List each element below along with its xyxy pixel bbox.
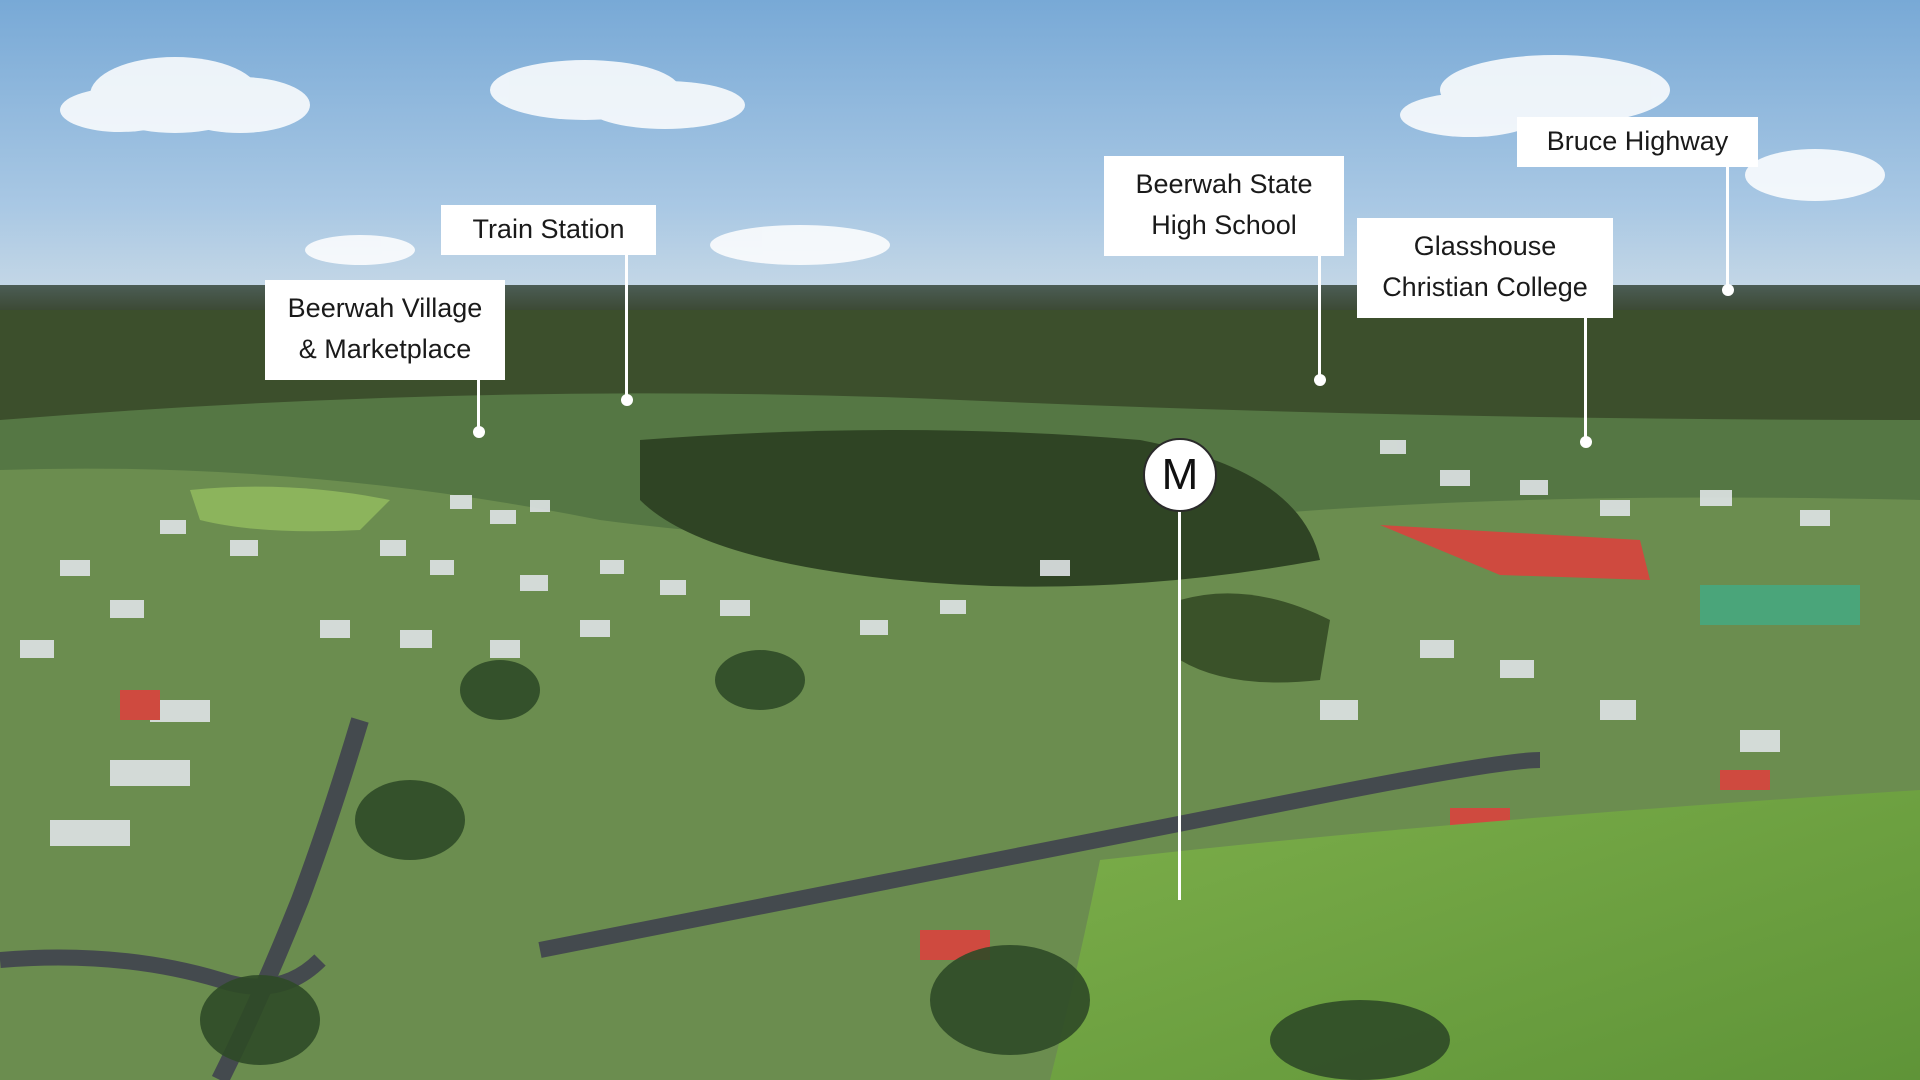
- label-high-school-line1: Beerwah State: [1135, 169, 1313, 199]
- label-beerwah-village: Beerwah Village & Marketplace: [265, 280, 505, 380]
- pointer-line-train-station: [625, 254, 628, 400]
- property-marker-label: M: [1161, 450, 1199, 499]
- label-beerwah-village-line2: & Marketplace: [298, 334, 472, 364]
- label-train-station-line1: Train Station: [472, 214, 625, 244]
- label-glasshouse-college: Glasshouse Christian College: [1357, 218, 1613, 318]
- pointer-dot-high-school: [1314, 374, 1326, 386]
- pointer-line-bruce-highway: [1726, 166, 1729, 290]
- label-glasshouse-college-line2: Christian College: [1382, 272, 1588, 302]
- pointer-line-glasshouse-college: [1584, 318, 1587, 442]
- pointer-line-beerwah-village: [477, 380, 480, 432]
- label-train-station: Train Station: [441, 205, 656, 255]
- label-beerwah-village-line1: Beerwah Village: [287, 293, 483, 323]
- pointer-dot-train-station: [621, 394, 633, 406]
- label-bruce-highway-line1: Bruce Highway: [1546, 126, 1729, 156]
- landscape: [0, 285, 1920, 1080]
- label-glasshouse-college-line1: Glasshouse: [1413, 231, 1557, 261]
- pointer-dot-bruce-highway: [1722, 284, 1734, 296]
- pointer-dot-beerwah-village: [473, 426, 485, 438]
- label-bruce-highway: Bruce Highway: [1517, 117, 1758, 167]
- property-marker: M: [1143, 438, 1217, 512]
- label-high-school: Beerwah State High School: [1104, 156, 1344, 256]
- pointer-line-marker: [1178, 510, 1181, 900]
- label-high-school-line2: High School: [1151, 210, 1297, 240]
- pointer-dot-glasshouse-college: [1580, 436, 1592, 448]
- pointer-line-high-school: [1318, 256, 1321, 380]
